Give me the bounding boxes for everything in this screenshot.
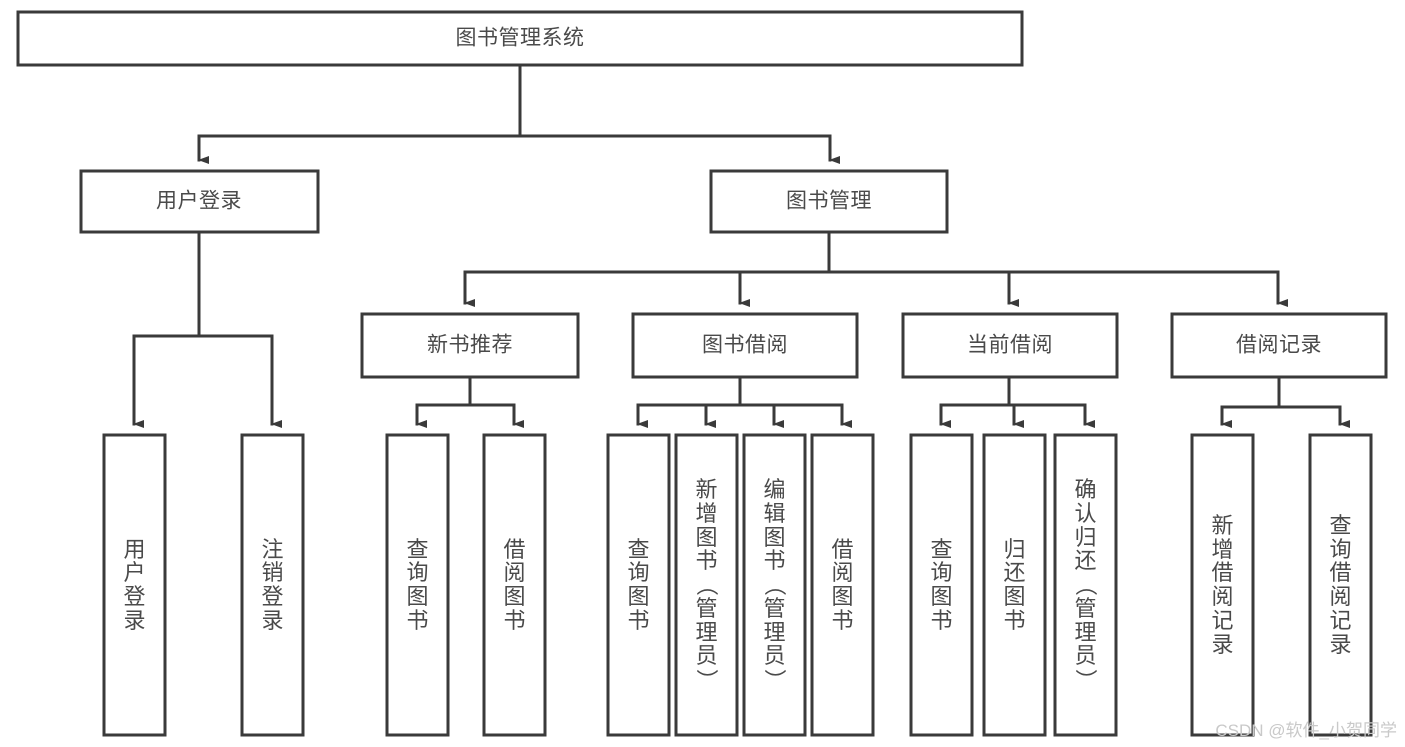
node-current-borrow-label: 当前借阅 — [967, 334, 1053, 357]
connector-group-borrow-record — [1220, 375, 1350, 428]
node-leaf-add-record[interactable] — [1190, 433, 1255, 737]
node-book-borrow-label: 图书借阅 — [702, 334, 788, 357]
node-leaf-query-book-3[interactable] — [909, 433, 974, 737]
node-current-borrow[interactable] — [901, 312, 1119, 379]
node-leaf-user-login[interactable] — [102, 433, 167, 737]
node-leaf-return-book[interactable] — [982, 433, 1047, 737]
node-leaf-logout[interactable] — [240, 433, 305, 737]
connector-group-new-book-recommend — [415, 375, 524, 428]
node-leaf-add-book[interactable] — [674, 433, 739, 737]
node-user-login-label: 用户登录 — [156, 190, 242, 213]
node-leaf-confirm-return[interactable] — [1053, 433, 1118, 737]
connector-group-book-borrow — [636, 375, 852, 428]
connector-group-user-login — [132, 230, 282, 428]
node-borrow-record-label: 借阅记录 — [1236, 334, 1322, 357]
node-new-book-recommend[interactable] — [360, 312, 580, 379]
connector-group-root — [197, 63, 840, 164]
watermark: CSDN @软件_小贺同学 — [1215, 721, 1397, 740]
node-book-manage-label: 图书管理 — [786, 190, 872, 213]
node-leaf-edit-book[interactable] — [742, 433, 807, 737]
connector-group-book-manage — [463, 230, 1288, 307]
node-user-login[interactable] — [79, 169, 320, 234]
node-new-book-recommend-label: 新书推荐 — [427, 334, 513, 357]
node-leaf-query-book-2[interactable] — [606, 433, 671, 737]
node-root[interactable] — [16, 10, 1024, 67]
node-leaf-borrow-book-2[interactable] — [810, 433, 875, 737]
node-book-manage[interactable] — [709, 169, 949, 234]
node-book-borrow[interactable] — [631, 312, 859, 379]
node-root-label: 图书管理系统 — [456, 27, 585, 50]
node-borrow-record[interactable] — [1170, 312, 1388, 379]
node-leaf-query-book-1[interactable] — [385, 433, 450, 737]
node-leaf-query-record[interactable] — [1308, 433, 1373, 737]
node-leaf-borrow-book-1[interactable] — [482, 433, 547, 737]
connector-group-current-borrow — [939, 375, 1095, 428]
